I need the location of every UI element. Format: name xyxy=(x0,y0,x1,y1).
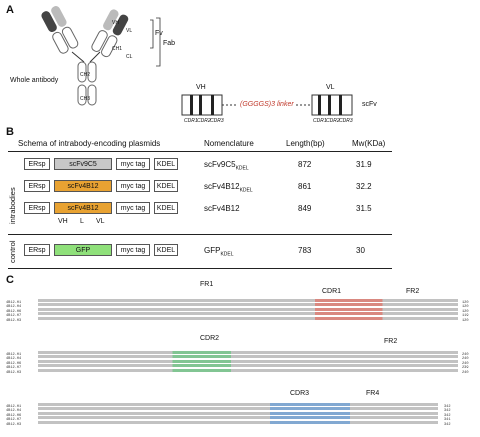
seq-id: 4B12-H6 xyxy=(6,361,22,366)
row-length: 849 xyxy=(298,204,312,213)
schema-title: Schema of intrabody-encoding plasmids xyxy=(18,139,161,148)
seq-id: 4B12-H7 xyxy=(6,314,22,319)
scfv-label: scFv xyxy=(362,101,377,108)
vl-cdr2: CDR2 xyxy=(326,118,340,124)
myc-tag-box: myc tag xyxy=(116,202,150,214)
row-mw: 31.9 xyxy=(356,160,372,169)
seq-id: 4B12-H4 xyxy=(6,305,22,310)
table-mid-rule xyxy=(8,234,392,235)
vh-cdr3: CDR3 xyxy=(210,118,224,124)
ch2-label: CH2 xyxy=(80,72,91,78)
seq-lines-3 xyxy=(38,401,438,426)
antibody-diagram xyxy=(41,6,353,116)
ch1-label: CH1 xyxy=(112,46,123,52)
alignment-block-1: 4B12-H1 4B12-H4 4B12-H6 4B12-H7 4B12-H3 xyxy=(6,296,21,324)
fab-label: Fab xyxy=(163,40,176,47)
seq-lines-1 xyxy=(38,297,458,322)
panel-b-label: B xyxy=(6,126,14,138)
ersp-box: ERsp xyxy=(24,202,50,214)
seq-id: 4B12-H3 xyxy=(6,370,22,375)
ersp-box: ERsp xyxy=(24,244,50,256)
region-fr2: FR2 xyxy=(406,288,420,295)
row-name: GFPKDEL xyxy=(204,246,234,258)
group-intrabodies: intrabodies xyxy=(8,187,17,224)
insert-box: scFv4B12 xyxy=(54,180,112,192)
region-cdr1: CDR1 xyxy=(322,288,342,295)
whole-antibody-label: Whole antibody xyxy=(10,77,59,84)
seq-id: 4B12-H1 xyxy=(6,300,22,305)
row-mw: 31.5 xyxy=(356,204,372,213)
row-length: 861 xyxy=(298,182,312,191)
vl-label-arm: VL xyxy=(126,28,133,34)
row-name: scFv4B12KDEL xyxy=(204,182,253,194)
seq-lines-2 xyxy=(38,349,458,374)
right-arm xyxy=(91,9,129,58)
table-bottom-rule xyxy=(8,268,392,269)
panel-a-label: A xyxy=(6,4,14,16)
col-length: Length(bp) xyxy=(286,139,325,148)
l-under: L xyxy=(80,218,84,225)
row-name: scFv9C5KDEL xyxy=(204,160,249,172)
seq-id: 4B12-H6 xyxy=(6,413,22,418)
fv-label: Fv xyxy=(155,30,163,37)
row-mw: 30 xyxy=(356,246,365,255)
kdel-box: KDEL xyxy=(154,180,178,192)
group-control: control xyxy=(8,240,17,263)
region-fr1: FR1 xyxy=(200,281,214,288)
insert-box: scFv9C5 xyxy=(54,158,112,170)
panel-c-label: C xyxy=(6,274,14,286)
myc-tag-box: myc tag xyxy=(116,158,150,170)
region-cdr2: CDR2 xyxy=(200,335,220,342)
seq-id: 4B12-H3 xyxy=(6,422,22,427)
cl-label: CL xyxy=(126,54,133,60)
insert-box: GFP xyxy=(54,244,112,256)
region-cdr3: CDR3 xyxy=(290,390,310,397)
seq-id: 4B12-H1 xyxy=(6,352,22,357)
linker-label: (GGGGS)3 linker xyxy=(240,101,294,108)
vl-cdr3: CDR3 xyxy=(339,118,353,124)
myc-tag-box: myc tag xyxy=(116,244,150,256)
ersp-box: ERsp xyxy=(24,158,50,170)
vl-cdr1: CDR1 xyxy=(313,118,327,124)
left-arm xyxy=(41,6,79,54)
kdel-box: KDEL xyxy=(154,158,178,170)
region-fr2b: FR2 xyxy=(384,338,398,345)
row-length: 783 xyxy=(298,246,312,255)
insert-box: scFv4B12 xyxy=(54,202,112,214)
seq-id: 4B12-H7 xyxy=(6,418,22,423)
vh-cdr2: CDR2 xyxy=(197,118,211,124)
vh-under: VH xyxy=(58,218,68,225)
row-mw: 32.2 xyxy=(356,182,372,191)
vl-title: VL xyxy=(326,84,335,91)
region-fr4: FR4 xyxy=(366,390,380,397)
seq-id: 4B12-H1 xyxy=(6,404,22,409)
myc-tag-box: myc tag xyxy=(116,180,150,192)
seq-id: 4B12-H4 xyxy=(6,357,22,362)
vh-cdr1: CDR1 xyxy=(184,118,198,124)
alignment-block-3: 4B12-H1 4B12-H4 4B12-H6 4B12-H7 4B12-H3 xyxy=(6,400,21,428)
alignment-block-2: 4B12-H1 4B12-H4 4B12-H6 4B12-H7 4B12-H3 xyxy=(6,348,21,376)
ersp-box: ERsp xyxy=(24,180,50,192)
kdel-box: KDEL xyxy=(154,202,178,214)
seq-id: 4B12-H6 xyxy=(6,309,22,314)
kdel-box: KDEL xyxy=(154,244,178,256)
vh-title: VH xyxy=(196,84,206,91)
seq-ends-3: 342 342 342 341 342 xyxy=(444,404,451,427)
row-name: scFv4B12 xyxy=(204,204,240,213)
seq-ends-1: 120 120 120 119 120 xyxy=(462,300,469,323)
vh-label-arm: VH xyxy=(112,20,119,26)
seq-id: 4B12-H7 xyxy=(6,366,22,371)
seq-ends-2: 240 240 240 239 240 xyxy=(462,352,469,375)
col-mw: Mw(KDa) xyxy=(352,139,386,148)
ch3-label: CH3 xyxy=(80,96,91,102)
row-length: 872 xyxy=(298,160,312,169)
col-nomenclature: Nomenclature xyxy=(204,139,254,148)
seq-id: 4B12-H3 xyxy=(6,318,22,323)
table-top-rule xyxy=(8,151,392,152)
seq-id: 4B12-H4 xyxy=(6,409,22,414)
vl-under: VL xyxy=(96,218,105,225)
